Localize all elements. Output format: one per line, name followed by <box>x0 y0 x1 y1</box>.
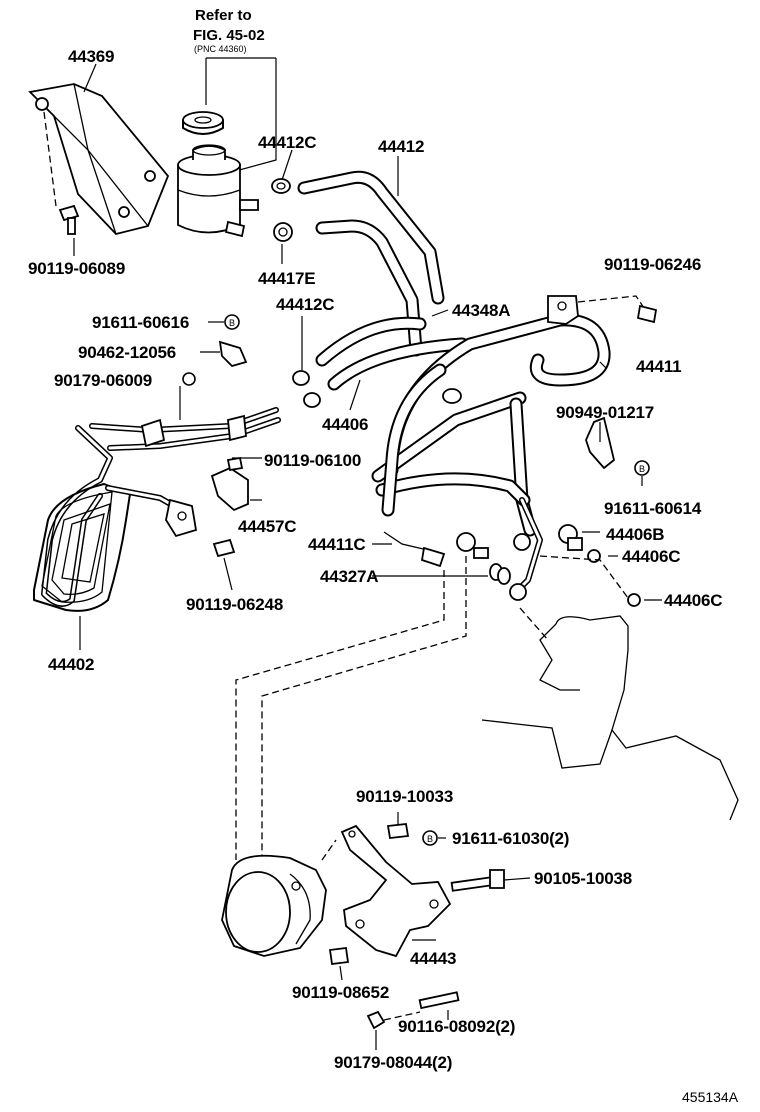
marker-b-91611-60614: B <box>634 460 650 476</box>
hose-clamp-44406 <box>442 388 462 404</box>
pump-bracket-44443 <box>340 824 452 958</box>
bolt-90119-06246 <box>577 295 658 324</box>
reference-line-2: FIG. 45-02 <box>193 27 265 44</box>
pump-link-lines <box>235 556 467 861</box>
gasket-44406C-b <box>627 593 641 607</box>
nut-90179-08044 <box>366 1010 421 1030</box>
label-91611-60616: 91611-60616 <box>92 313 189 332</box>
label-90462-12056: 90462-12056 <box>78 343 176 362</box>
label-90119-10033: 90119-10033 <box>356 787 453 806</box>
cooler-pipes <box>89 407 281 451</box>
label-44412: 44412 <box>378 137 424 156</box>
label-90119-06248: 90119-06248 <box>186 595 283 614</box>
bracket-44457C <box>210 466 249 512</box>
label-44411C: 44411C <box>308 535 365 554</box>
label-90119-06100: 90119-06100 <box>264 451 361 470</box>
reference-line-1: Refer to <box>195 7 252 24</box>
reference-note: Refer to FIG. 45-02 (PNC 44360) <box>193 7 277 173</box>
bolt-90119-06100 <box>226 456 244 472</box>
oil-cooler-44402 <box>33 425 198 612</box>
union-bolt-44411C <box>383 531 489 568</box>
clip-90462-12056 <box>218 340 248 368</box>
stud-90116-08092 <box>418 991 460 1010</box>
return-hose-44412 <box>297 170 469 391</box>
svg-text:B: B <box>639 464 645 474</box>
label-44417E: 44417E <box>258 269 315 288</box>
reference-line-3: (PNC 44360) <box>194 44 247 54</box>
hose-bracket-top <box>547 295 579 325</box>
hose-clamp-44417E <box>273 222 293 242</box>
label-90119-06246: 90119-06246 <box>604 255 701 274</box>
part-labels: 44369 90119-06089 44412C 44412 44417E 44… <box>28 47 723 1072</box>
reservoir-tank <box>177 144 259 238</box>
engine-outline <box>481 555 739 821</box>
label-90179-08044: 90179-08044(2) <box>334 1053 452 1072</box>
hose-clamp-top <box>271 178 291 194</box>
label-44412C-mid: 44412C <box>276 295 334 314</box>
label-44406C-a: 44406C <box>622 547 680 566</box>
bolt-90119-06089 <box>58 204 80 235</box>
label-44402: 44402 <box>48 655 94 674</box>
label-44412C-top: 44412C <box>258 133 316 152</box>
marker-b-90179-06009 <box>182 372 196 386</box>
bolt-90119-08652 <box>328 946 350 966</box>
reservoir-bracket <box>28 83 170 236</box>
marker-b-91611-60616: B <box>224 314 240 330</box>
pressure-hose-44411 <box>371 313 611 537</box>
figure-id: 455134A <box>682 1089 739 1105</box>
union-bolt-44406B <box>558 524 583 551</box>
label-90119-06089: 90119-06089 <box>28 259 125 278</box>
bolt-90119-10033 <box>386 823 410 839</box>
gasket-44406C-a <box>587 549 601 563</box>
long-bolt-90105-10038 <box>450 869 505 892</box>
label-44369: 44369 <box>68 47 114 66</box>
power-steering-pump <box>221 854 327 957</box>
label-44348A: 44348A <box>452 301 510 320</box>
label-91611-61030: 91611-61030(2) <box>452 829 569 848</box>
label-90949-01217: 90949-01217 <box>556 403 654 422</box>
label-44457C: 44457C <box>238 517 296 536</box>
svg-text:B: B <box>427 834 433 844</box>
label-44406: 44406 <box>322 415 368 434</box>
label-90116-08092: 90116-08092(2) <box>398 1017 515 1036</box>
bolt-90119-06248 <box>212 538 236 558</box>
marker-b-91611-61030: B <box>422 830 438 846</box>
label-44327A: 44327A <box>320 567 378 586</box>
reservoir-cap <box>182 111 224 135</box>
leader-lines <box>73 63 662 1050</box>
label-44406B: 44406B <box>606 525 664 544</box>
hose-clamp-mid <box>292 370 321 408</box>
hose-bracket-90949-01217 <box>585 416 616 470</box>
pump-fittings <box>509 497 543 601</box>
svg-text:B: B <box>229 318 235 328</box>
label-90119-08652: 90119-08652 <box>292 983 389 1002</box>
label-44443: 44443 <box>410 949 456 968</box>
gaskets-44327A <box>489 563 511 585</box>
label-44406C-b: 44406C <box>664 591 722 610</box>
label-44411: 44411 <box>636 357 681 376</box>
label-90179-06009: 90179-06009 <box>54 371 152 390</box>
label-91611-60614: 91611-60614 <box>604 499 702 518</box>
label-90105-10038: 90105-10038 <box>534 869 632 888</box>
